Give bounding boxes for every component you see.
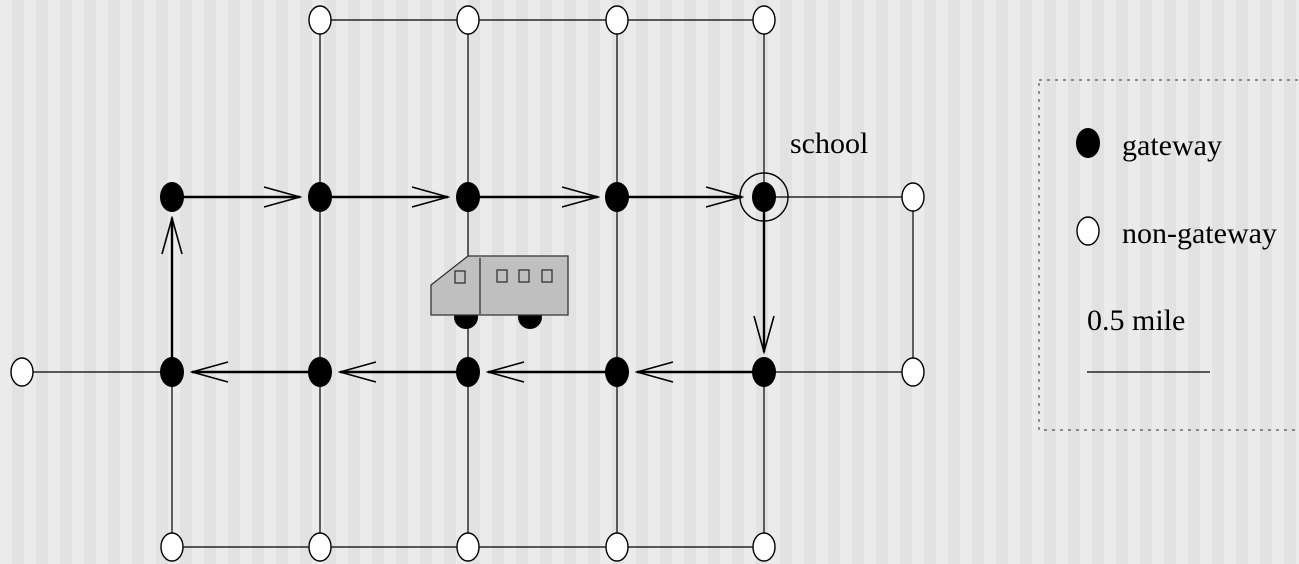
non-gateway-node: [456, 5, 480, 35]
bus-icon: [430, 255, 569, 329]
non-gateway-node: [308, 5, 332, 35]
school-label: school: [790, 127, 868, 160]
bus-route: [172, 197, 764, 372]
legend-scale-label: 0.5 mile: [1087, 304, 1185, 337]
bus-window: [496, 269, 508, 283]
non-gateway-node: [10, 357, 34, 387]
non-gateway-node: [901, 357, 925, 387]
non-gateway-node: [752, 5, 776, 35]
gateway-node: [752, 357, 776, 387]
gateway-node: [160, 357, 184, 387]
non-gateway-node: [901, 182, 925, 212]
non-gateway-node: [308, 532, 332, 562]
non-gateway-node: [456, 532, 480, 562]
gateway-node: [456, 357, 480, 387]
legend-non-gateway-label: non-gateway: [1122, 217, 1277, 250]
gateway-node: [308, 182, 332, 212]
gateway-node: [308, 357, 332, 387]
school-ring-icon: [739, 172, 789, 222]
gateway-node: [605, 182, 629, 212]
non-gateway-node: [605, 532, 629, 562]
non-gateway-node: [160, 532, 184, 562]
legend-non-gateway-icon: [1076, 216, 1100, 246]
gateway-nodes: [160, 182, 776, 387]
legend: gateway non-gateway 0.5 mile: [1038, 79, 1299, 431]
bus-window: [518, 269, 530, 283]
gateway-node: [605, 357, 629, 387]
non-gateway-node: [605, 5, 629, 35]
legend-gateway-label: gateway: [1122, 129, 1222, 162]
non-gateway-nodes: [10, 5, 925, 562]
bus-body: [430, 255, 569, 316]
streets: [22, 19, 914, 548]
legend-gateway-icon: [1076, 128, 1100, 158]
bus-window: [541, 269, 553, 283]
gateway-node-school: [752, 182, 776, 212]
gateway-node: [456, 182, 480, 212]
bus-window: [454, 270, 466, 284]
gateway-node: [160, 182, 184, 212]
non-gateway-node: [752, 532, 776, 562]
